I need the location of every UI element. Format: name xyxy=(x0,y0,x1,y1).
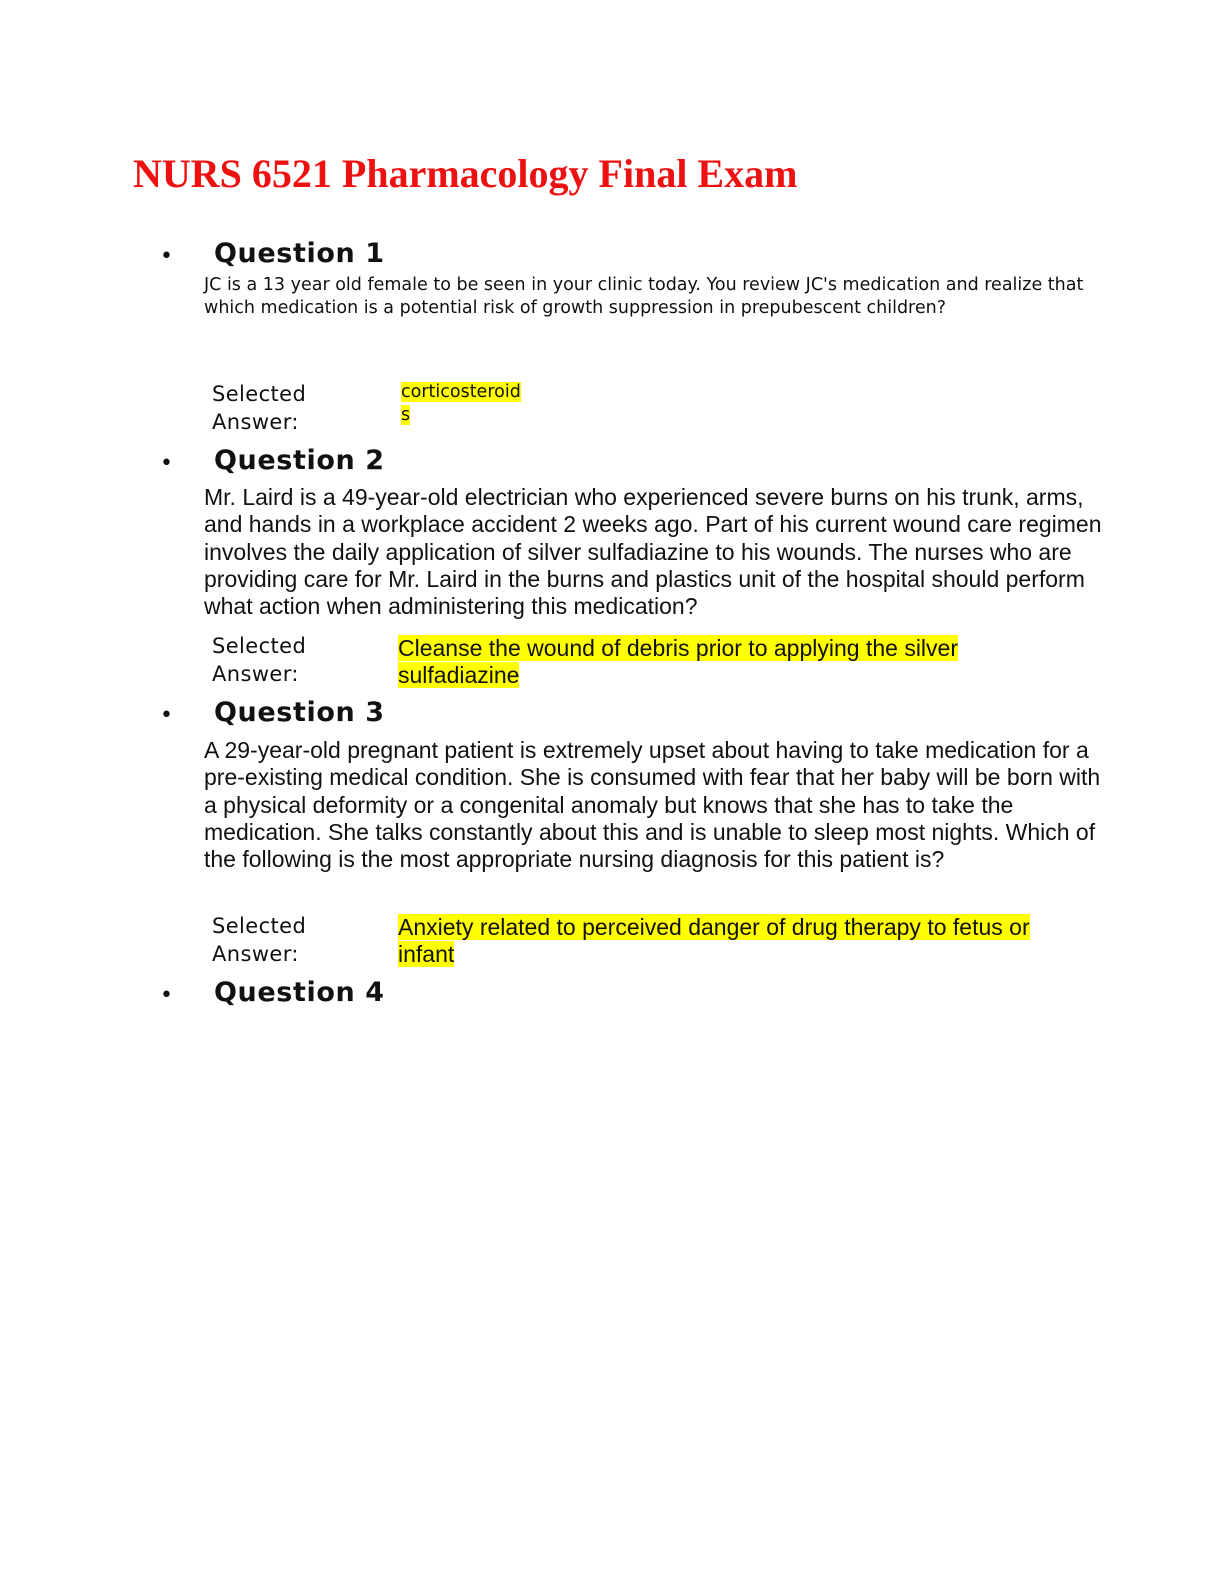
selected-answer: Cleanse the wound of debris prior to app… xyxy=(398,635,1058,689)
selected-answer-label-line2: Answer: xyxy=(212,410,299,434)
selected-answer-label-line1: Selected xyxy=(212,634,307,658)
selected-answer-label-line1: Selected xyxy=(212,914,307,938)
selected-answer-highlight: Anxiety related to perceived danger of d… xyxy=(398,914,1030,967)
question-heading: Question 4 xyxy=(214,977,385,1008)
selected-answer: Anxiety related to perceived danger of d… xyxy=(398,914,1058,968)
document-title: NURS 6521 Pharmacology Final Exam xyxy=(133,151,798,196)
selected-answer-label: Selected Answer: xyxy=(212,632,362,688)
question-text: Mr. Laird is a 49-year-old electrician w… xyxy=(204,484,1102,620)
selected-answer-highlight: Cleanse the wound of debris prior to app… xyxy=(398,635,958,688)
selected-answer: corticosteroids xyxy=(401,381,525,427)
selected-answer-highlight: corticosteroids xyxy=(401,382,521,425)
question-text: A 29-year-old pregnant patient is extrem… xyxy=(204,737,1101,873)
question-text: JC is a 13 year old female to be seen in… xyxy=(204,275,1084,318)
selected-answer-label: Selected Answer: xyxy=(212,912,362,968)
question-heading: Question 2 xyxy=(214,445,385,476)
selected-answer-label-line2: Answer: xyxy=(212,662,299,686)
question-heading: Question 1 xyxy=(214,238,385,269)
bullet-glyph: • xyxy=(160,703,173,728)
question-heading: Question 3 xyxy=(214,697,385,728)
selected-answer-label-line2: Answer: xyxy=(212,942,299,966)
selected-answer-label: Selected Answer: xyxy=(212,380,362,436)
bullet-glyph: • xyxy=(160,244,173,269)
bullet-glyph: • xyxy=(160,451,173,476)
bullet-glyph: • xyxy=(160,983,173,1008)
selected-answer-label-line1: Selected xyxy=(212,382,307,406)
